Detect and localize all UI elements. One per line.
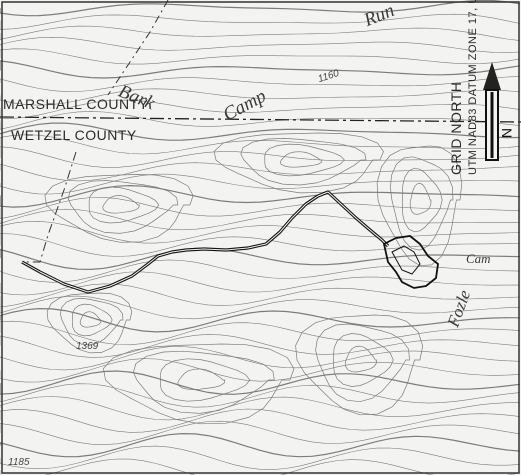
stream-label-cam: Cam: [466, 251, 491, 266]
contour-line: [0, 99, 521, 119]
contour-line: [344, 345, 377, 373]
contour-line: [0, 13, 521, 30]
contour-line: [0, 25, 521, 41]
contour-line: [0, 307, 521, 333]
contour-line: [402, 167, 443, 233]
contour-line: [0, 320, 521, 346]
contour-line: [0, 295, 521, 320]
grid-north-text: GRID NORTH: [448, 81, 464, 175]
contour-line: [0, 60, 521, 79]
contour-line: [0, 396, 521, 421]
contour-line: [0, 233, 521, 257]
grid-north-label: GRID NORTH UTM NAD83 DATUM ZONE 17, US F…: [448, 0, 479, 175]
contour-line: [264, 143, 345, 177]
contour-line: [0, 0, 521, 17]
contour-line: [0, 259, 521, 283]
contour-line: [0, 271, 520, 296]
spot-elevation-3: 1185: [8, 457, 30, 468]
contour-line: [0, 36, 521, 53]
contour-line: [295, 314, 424, 416]
contour-line: [0, 247, 521, 271]
contour-line: [0, 220, 521, 244]
contour-line: [240, 138, 367, 186]
contour-line: [0, 197, 521, 220]
contour-line: [159, 358, 251, 402]
contour-line: [103, 343, 295, 425]
contour-line: [409, 182, 432, 215]
contour-line: [0, 370, 521, 395]
contour-line: [0, 76, 521, 92]
county-label-wetzel: WETZEL COUNTY: [11, 127, 137, 143]
contour-line: [0, 111, 521, 130]
contour-line: [0, 208, 520, 231]
contour-line: [0, 134, 521, 155]
contour-line: [0, 358, 521, 383]
contour-line: [0, 146, 521, 168]
contour-line: [213, 132, 384, 194]
contour-line: [0, 162, 521, 182]
contour-line: [279, 151, 323, 168]
contour-line: [390, 156, 454, 251]
contour-line: [177, 368, 226, 390]
contour-line: [0, 48, 521, 65]
county-line-west: [22, 151, 77, 263]
road-northwest: [107, 0, 169, 96]
site-pad-inner: [391, 245, 421, 275]
contour-line: [0, 346, 521, 371]
contour-line: [72, 303, 113, 337]
site-pad-outline: [382, 235, 439, 289]
contour-line: [0, 88, 521, 106]
county-label-marshall: MARSHALL COUNTY: [3, 96, 149, 112]
access-route: [21, 190, 390, 294]
contour-line: [0, 122, 521, 141]
contour-line: [46, 292, 133, 354]
contour-line: [0, 445, 521, 470]
contour-line: [44, 174, 194, 243]
contour-line: [376, 145, 463, 267]
svg-text:N: N: [499, 128, 515, 138]
contour-line: [0, 173, 521, 195]
contour-line: [0, 408, 521, 433]
access-route-inner: [21, 191, 389, 293]
contour-line: [133, 350, 275, 414]
contour-line: [0, 432, 521, 458]
contour-line: [315, 323, 410, 403]
contour-line: [79, 311, 102, 328]
contour-line: [0, 334, 521, 358]
contour-line: [0, 420, 521, 446]
contour-line: [102, 195, 140, 214]
contour-line: [0, 383, 521, 408]
grid-datum-text: UTM NAD83 DATUM ZONE 17, US FT: [467, 0, 479, 175]
county-boundary-line: [0, 116, 521, 123]
north-arrow-icon: N: [483, 62, 515, 161]
contour-line: [60, 298, 124, 346]
contour-line: [88, 186, 160, 224]
contour-line: [67, 180, 179, 234]
contour-line: [0, 184, 521, 208]
spot-elevation-2: 1369: [76, 341, 99, 352]
contour-line: [333, 333, 394, 387]
